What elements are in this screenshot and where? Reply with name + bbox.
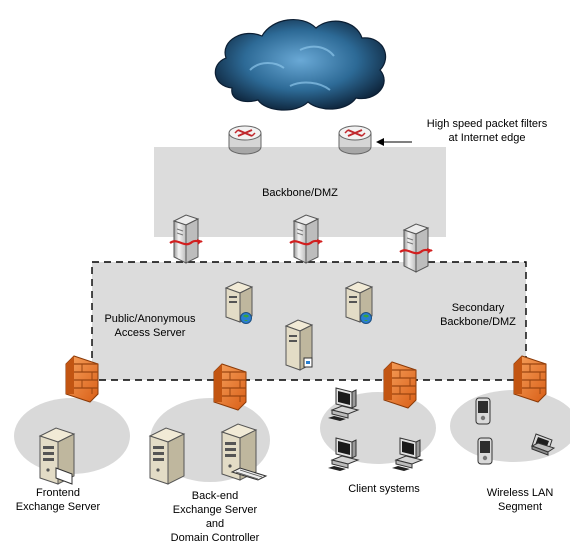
wireless-segment <box>450 390 570 462</box>
server-tower-icon <box>288 213 324 265</box>
frontend-label: Frontend Exchange Server <box>15 487 101 513</box>
server-tower-icon <box>149 427 185 485</box>
router-icon <box>228 125 262 155</box>
public-server-label: Public/Anonymous Access Server <box>104 313 196 339</box>
server-tower-icon <box>284 319 314 371</box>
firewall-icon <box>513 355 547 403</box>
web-server-icon <box>345 281 373 324</box>
server-tower-icon <box>398 222 434 274</box>
client-systems-label: Client systems <box>348 483 420 495</box>
wireless-label: Wireless LAN Segment <box>486 487 554 513</box>
web-server-icon <box>225 281 253 324</box>
packet-filters-label: High speed packet filters at Internet ed… <box>426 118 548 144</box>
backend-label: Back-end Exchange Server and Domain Cont… <box>170 490 260 544</box>
router-icon <box>338 125 372 155</box>
server-tower-icon <box>168 213 204 265</box>
internet-cloud-icon <box>214 19 386 111</box>
backbone-dmz-label: Backbone/DMZ <box>262 187 338 199</box>
firewall-icon <box>383 361 417 409</box>
firewall-icon <box>213 363 247 411</box>
secondary-backbone-label: Secondary Backbone/DMZ <box>440 302 516 328</box>
pda-icon <box>475 397 491 425</box>
firewall-icon <box>65 355 99 403</box>
pda-icon <box>477 437 493 465</box>
